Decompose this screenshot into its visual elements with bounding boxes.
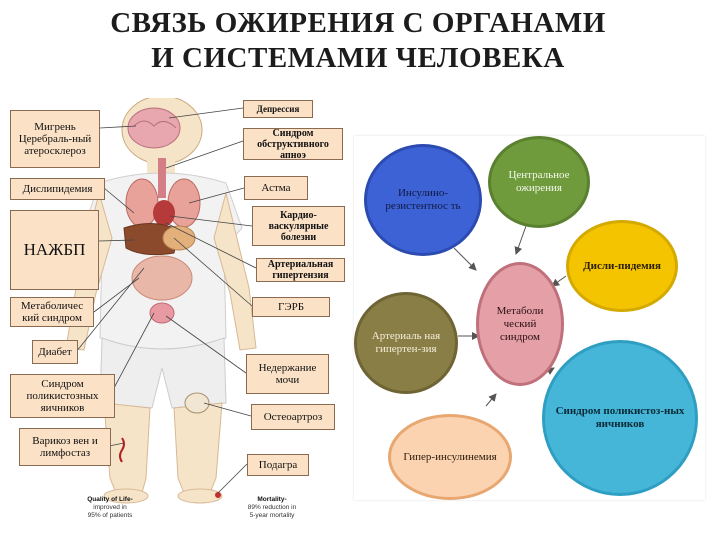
label-nazhbp: НАЖБП bbox=[10, 210, 99, 290]
mortality-line-1: 89% reduction in bbox=[247, 504, 297, 511]
label-incontinence: Недержание мочи bbox=[246, 354, 329, 394]
label-depression: Депрессия bbox=[243, 100, 313, 118]
label-pcos: Синдром поликистозных яичников bbox=[10, 374, 115, 418]
label-osteoarthritis: Остеоартроз bbox=[251, 404, 335, 430]
title-line-2: И СИСТЕМАМИ ЧЕЛОВЕКА bbox=[151, 42, 565, 74]
label-diabetes: Диабет bbox=[32, 340, 78, 364]
metabolic-syndrome-diagram: Инсулино-резистентнос ть Центральное ожи… bbox=[354, 136, 705, 500]
circle-central-obesity: Центральное ожирения bbox=[488, 136, 590, 228]
quality-line-1: improved in bbox=[93, 504, 127, 511]
label-gout: Подагра bbox=[247, 454, 309, 476]
body-illustration-panel: Мигрень Церебраль-ный атеросклероз Дисли… bbox=[4, 98, 345, 542]
label-dyslipidemia: Дислипидемия bbox=[10, 178, 105, 200]
label-asthma: Астма bbox=[244, 176, 308, 200]
label-varicose: Варикоз вен и лимфостаз bbox=[19, 428, 111, 466]
circle-metabolic-syndrome: Метаболи ческий синдром bbox=[476, 262, 564, 386]
mortality-note: Mortality- 89% reduction in 5-year morta… bbox=[222, 496, 322, 520]
page-title: СВЯЗЬ ОЖИРЕНИЯ С ОРГАНАМИ И СИСТЕМАМИ ЧЕ… bbox=[0, 6, 716, 76]
mortality-line-2: 5-year mortality bbox=[249, 512, 295, 519]
circle-hypertension: Артериаль ная гипертен-зия bbox=[354, 292, 458, 394]
circle-insulin-resistance: Инсулино-резистентнос ть bbox=[364, 144, 482, 256]
circle-hyperinsulinemia: Гипер-инсулинемия bbox=[388, 414, 512, 500]
label-cardiovascular: Кардио-васкулярные болезни bbox=[252, 206, 345, 246]
quality-line-2: 95% of patients bbox=[87, 512, 133, 519]
mortality-title: Mortality- bbox=[257, 496, 287, 503]
circle-dyslipidemia: Дисли-пидемия bbox=[566, 220, 678, 312]
circle-pcos: Синдром поликистоз-ных яичников bbox=[542, 340, 698, 496]
label-hypertension: Артериальная гипертензия bbox=[256, 258, 345, 282]
title-line-1: СВЯЗЬ ОЖИРЕНИЯ С ОРГАНАМИ bbox=[110, 7, 606, 39]
label-gerd: ГЭРБ bbox=[252, 297, 330, 317]
label-metabolic-syndrome: Метаболичес кий синдром bbox=[10, 297, 94, 327]
label-migraine: Мигрень Церебраль-ный атеросклероз bbox=[10, 110, 100, 168]
quality-of-life-note: Quality of Life- improved in 95% of pati… bbox=[60, 496, 160, 520]
quality-title: Quality of Life- bbox=[87, 496, 133, 503]
label-apnea: Синдром обструктивного апноэ bbox=[243, 128, 343, 161]
